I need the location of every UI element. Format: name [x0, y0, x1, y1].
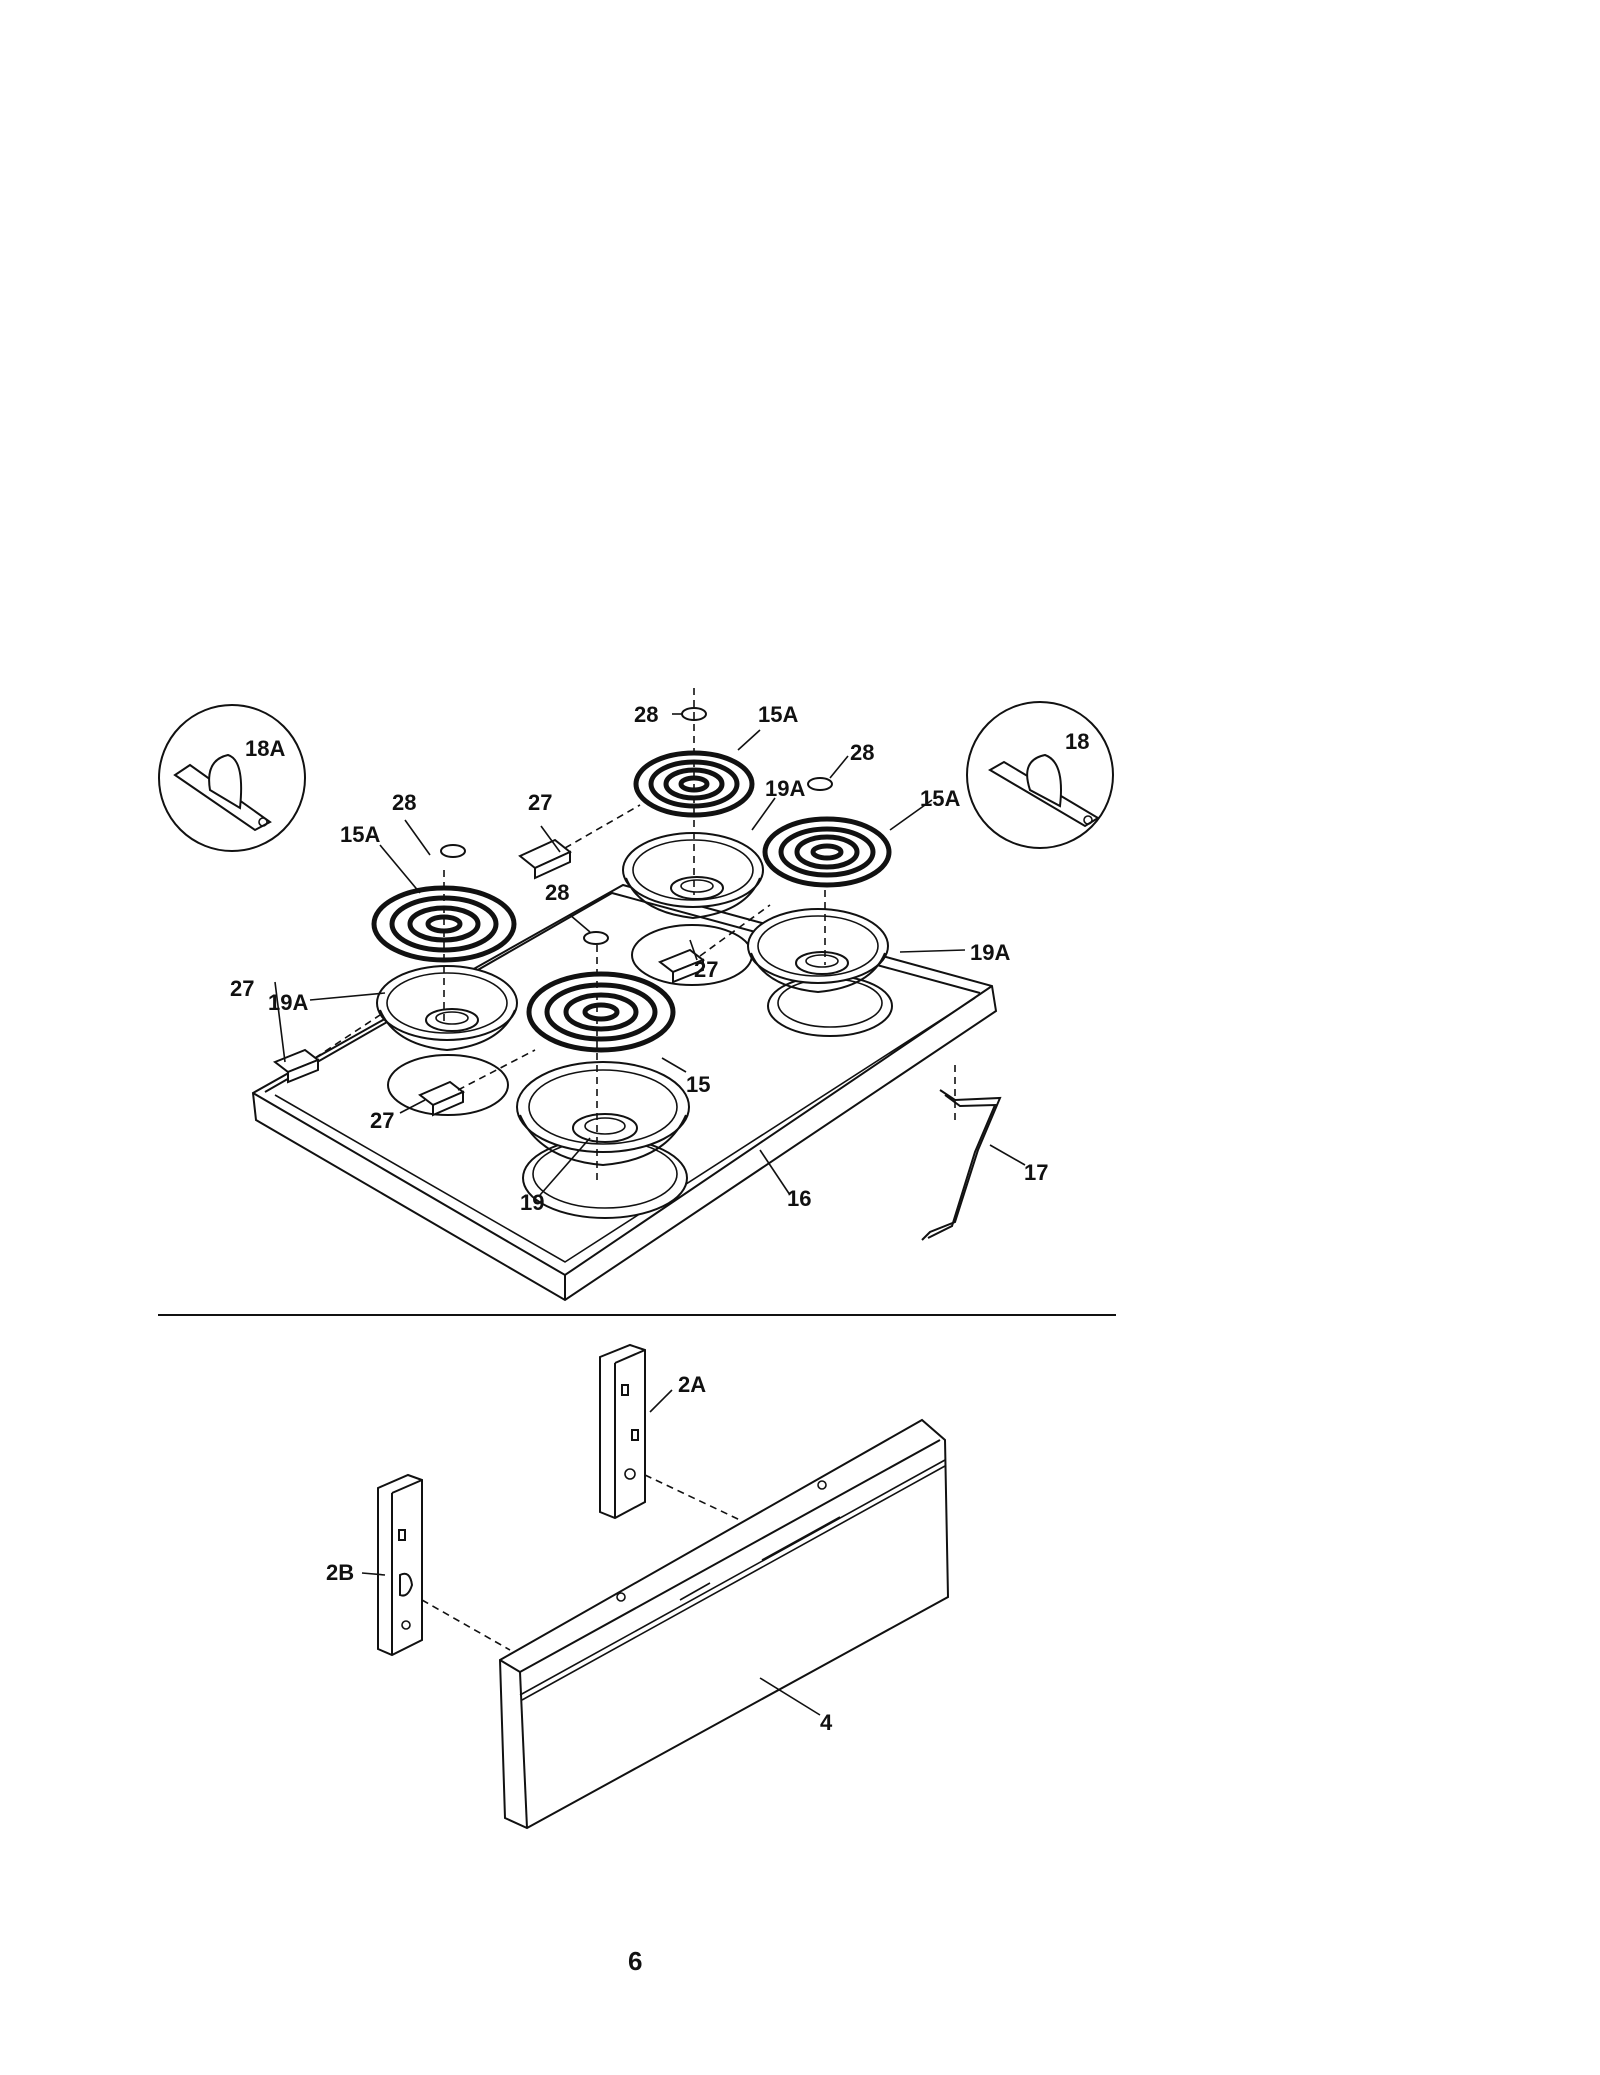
end-cap-2B: [377, 1473, 423, 1657]
drip-bowl-19A-rear: [622, 832, 764, 920]
label-4: 4: [820, 1710, 833, 1735]
label-16: 16: [787, 1186, 811, 1211]
surface-element-15-front: [526, 971, 676, 1053]
label-28-right: 28: [850, 740, 874, 765]
receptacle-27-upper: [518, 804, 641, 880]
anti-tip-bracket-17: [921, 1089, 1002, 1241]
trim-ring-28-right: [807, 777, 833, 791]
end-cap-2A: [599, 1343, 646, 1520]
drip-bowl-19A-left: [376, 965, 518, 1052]
label-18A: 18A: [245, 736, 285, 761]
label-15: 15: [686, 1072, 710, 1097]
trim-ring-28-center: [583, 931, 609, 945]
label-19A-left: 19A: [268, 990, 308, 1015]
backguard-assembly: 2A 2B 4: [326, 1343, 950, 1830]
label-15A-left: 15A: [340, 822, 380, 847]
label-28-rear: 28: [634, 702, 658, 727]
page-number: 6: [628, 1946, 642, 1976]
label-2B: 2B: [326, 1560, 354, 1585]
label-27-upper: 27: [528, 790, 552, 815]
label-27-left: 27: [230, 976, 254, 1001]
trim-ring-28-left: [440, 844, 466, 858]
label-27-center: 27: [694, 957, 718, 982]
label-17: 17: [1024, 1160, 1048, 1185]
receptacle-27-left: [272, 1014, 381, 1084]
label-19A-rear: 19A: [765, 776, 805, 801]
label-19: 19: [520, 1190, 544, 1215]
label-28-center: 28: [545, 880, 569, 905]
drip-bowl-19A-right: [747, 908, 889, 994]
drip-bowl-19: [516, 1061, 690, 1167]
label-28-left: 28: [392, 790, 416, 815]
cooktop-assembly: 28 15A 28 19A 15A 18A 18 28 27 15A 28 27…: [158, 688, 1114, 1302]
label-15A-rear: 15A: [758, 702, 798, 727]
label-27-front: 27: [370, 1108, 394, 1133]
backguard-panel-4: [498, 1418, 950, 1830]
label-19A-right: 19A: [970, 940, 1010, 965]
label-15A-right: 15A: [920, 786, 960, 811]
surface-element-15A-right: [762, 816, 892, 888]
label-2A: 2A: [678, 1372, 706, 1397]
receptacle-27-center: [657, 904, 771, 984]
label-18: 18: [1065, 729, 1089, 754]
receptacle-27-front: [418, 1049, 536, 1117]
